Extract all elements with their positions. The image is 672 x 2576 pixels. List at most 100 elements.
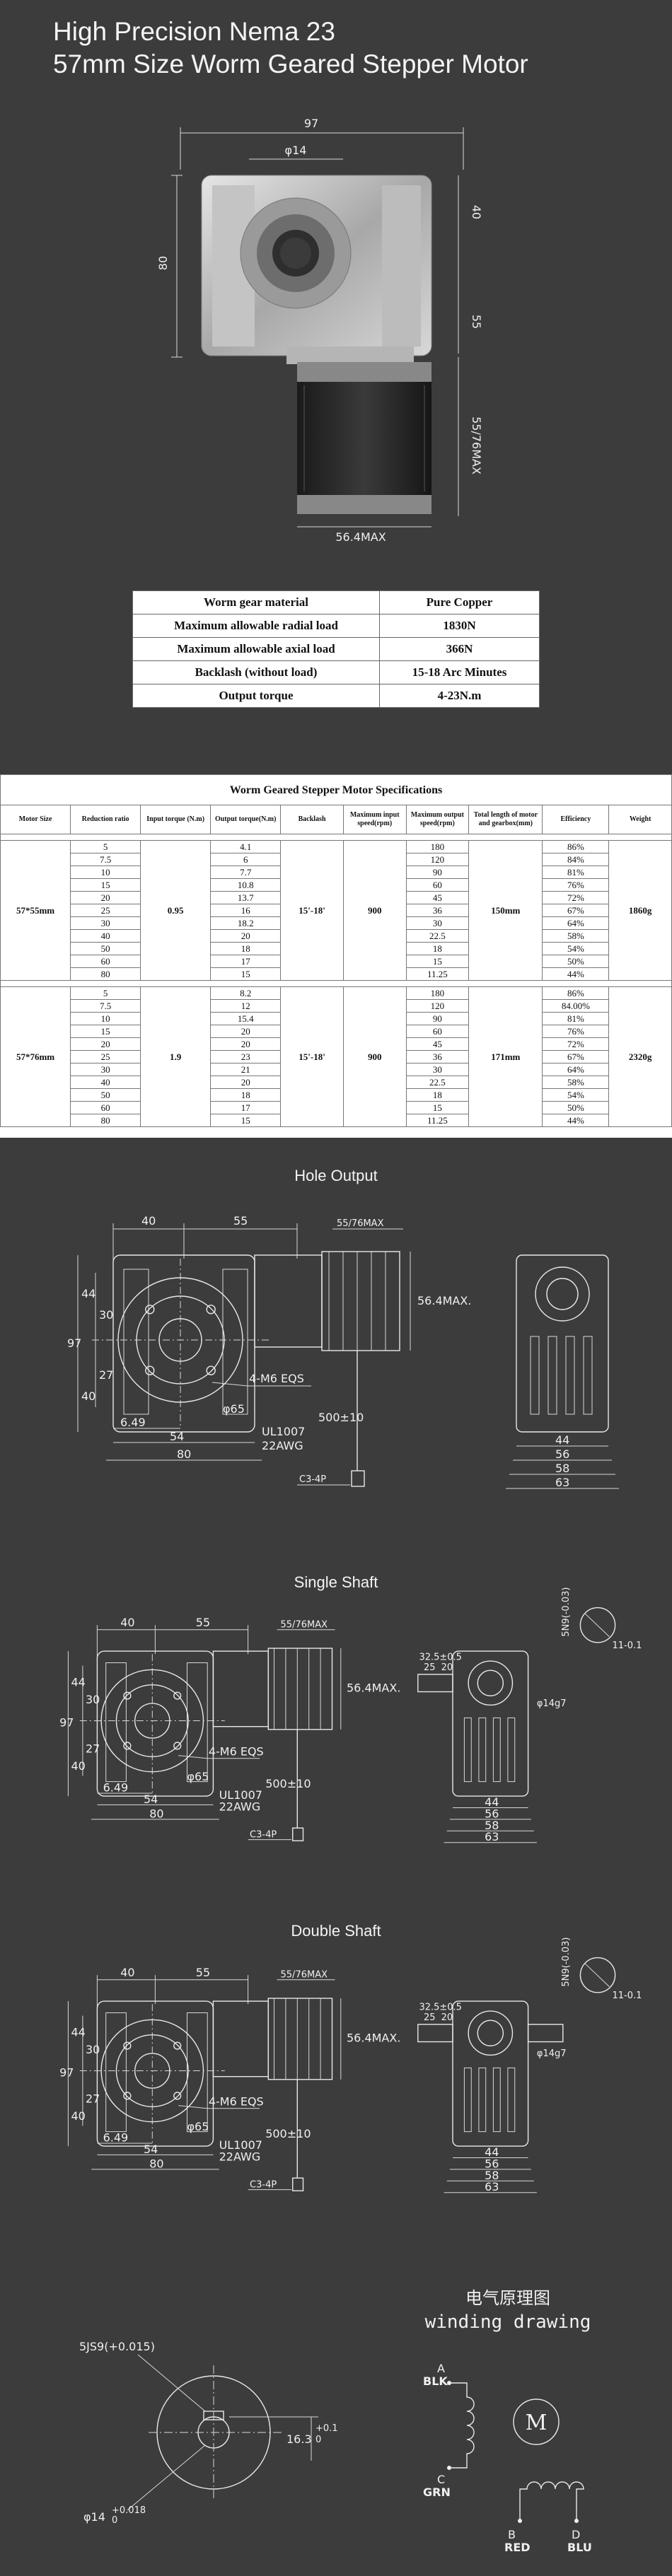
shaft-rear (527, 2024, 564, 2043)
wire-blu: BLU (567, 2541, 592, 2554)
dim-27: 27 (86, 1742, 100, 1756)
dim-side-56: 56 (485, 2157, 499, 2170)
wire-blk: BLK (423, 2374, 448, 2388)
output-speed-cell: 180 (405, 840, 470, 853)
drawing-line (178, 1755, 208, 1759)
weight-cell: 1860g (608, 840, 672, 981)
side-view-flange (468, 2010, 514, 2056)
efficiency-cell: 50% (542, 955, 610, 968)
cable-awg: 22AWG (262, 1439, 303, 1452)
efficiency-cell: 81% (542, 866, 610, 879)
mount-hole (123, 1742, 132, 1750)
column-header: Backlash (280, 805, 344, 834)
dim-upper: 40 (470, 205, 483, 219)
dim-side-56: 56 (555, 1447, 569, 1461)
output-torque-cell: 15 (210, 967, 282, 981)
mount-hole (123, 2041, 132, 2050)
output-speed-cell: 45 (405, 1037, 470, 1051)
spec-value: 366N (379, 637, 540, 661)
output-speed-cell: 15 (405, 955, 470, 968)
wire-c: C (437, 2473, 445, 2486)
efficiency-cell: 84.00% (542, 999, 610, 1013)
output-torque-cell: 12 (210, 999, 282, 1013)
efficiency-cell: 50% (542, 1101, 610, 1114)
connector-label: C3-4P (250, 2179, 277, 2190)
column-header: Efficiency (542, 805, 610, 834)
input-torque-cell: 1.9 (140, 986, 212, 1127)
dim-width: 97 (304, 117, 318, 130)
dim-30: 30 (86, 1693, 100, 1706)
output-speed-cell: 36 (405, 904, 470, 917)
connector (292, 2177, 304, 2191)
drawing-line (212, 1382, 248, 1387)
efficiency-cell: 67% (542, 1050, 610, 1063)
ratio-cell: 10 (70, 866, 141, 879)
side-view-rib (565, 1336, 575, 1415)
depth-tol: +0.1 (315, 2423, 338, 2434)
output-speed-cell: 36 (405, 1050, 470, 1063)
side-view-rib (507, 1717, 516, 1783)
mount-hole (206, 1305, 216, 1315)
side-view-bore (477, 1669, 504, 1696)
side-view-rib (478, 2067, 487, 2133)
drawing-line (584, 1963, 610, 1987)
dim-motor-length: 55/76MAX (281, 1969, 328, 1980)
winding-title-en: winding drawing (425, 2312, 591, 2333)
dim-shaft-phi14: φ14g7 (537, 1698, 567, 1709)
efficiency-cell: 54% (542, 942, 610, 955)
callout-phi65: φ65 (187, 1770, 209, 1783)
output-speed-cell: 11.25 (405, 967, 470, 981)
output-speed-cell: 90 (405, 866, 470, 879)
cable-awg: 22AWG (219, 2150, 261, 2164)
dim-shaft-25: 25 (424, 1662, 436, 1673)
side-view-rib (492, 2067, 501, 2133)
output-torque-cell: 15.4 (210, 1012, 282, 1025)
dim-44: 44 (71, 1675, 86, 1689)
efficiency-cell: 76% (542, 1025, 610, 1038)
single-shaft-title: Single Shaft (294, 1573, 378, 1591)
dim-80: 80 (177, 1447, 191, 1461)
mount-hole (145, 1305, 155, 1315)
motor-spec-table: Worm Geared Stepper Motor Specifications… (0, 774, 672, 1138)
shaft-section (579, 1607, 616, 1643)
callout-m6: 4-M6 EQS (249, 1372, 304, 1385)
bore-label: φ14 (83, 2510, 105, 2524)
output-speed-cell: 120 (405, 853, 470, 866)
mount-hole (123, 2092, 132, 2100)
dim-motor-len: 55/76MAX (470, 416, 483, 474)
output-speed-cell: 30 (405, 916, 470, 930)
weight-cell: 2320g (608, 986, 672, 1127)
output-torque-cell: 17 (210, 1101, 282, 1114)
wire-b: B (508, 2528, 516, 2541)
dim-55: 55 (233, 1214, 248, 1228)
drawing-line (584, 1613, 610, 1637)
dim-649: 6.49 (103, 1781, 129, 1795)
callout-m6: 4-M6 EQS (209, 1745, 264, 1759)
cable-ul: UL1007 (219, 2138, 262, 2152)
mount-hole (173, 1691, 182, 1700)
ratio-cell: 30 (70, 1063, 141, 1076)
max-input-speed-cell: 900 (342, 840, 407, 981)
efficiency-cell: 64% (542, 916, 610, 930)
spec-label: Output torque (132, 684, 380, 708)
dim-side-56: 56 (485, 1807, 499, 1820)
side-view-rib (583, 1336, 593, 1415)
dim-30: 30 (86, 2043, 100, 2056)
max-input-speed-cell: 900 (342, 986, 407, 1127)
dim-phi: φ14 (285, 144, 307, 157)
dim-30: 30 (99, 1308, 113, 1322)
gearbox-fins (123, 1269, 149, 1415)
output-torque-cell: 20 (210, 1037, 282, 1051)
ratio-cell: 7.5 (70, 853, 141, 866)
dim-key-5: 5N9(-0.03) (561, 1937, 572, 1987)
output-speed-cell: 120 (405, 999, 470, 1013)
dim-500: 500±10 (318, 1411, 364, 1424)
spec-value: 1830N (379, 614, 540, 638)
dim-649: 6.49 (103, 2131, 129, 2145)
header-line-2: 57mm Size Worm Geared Stepper Motor (53, 49, 528, 78)
gearbox-fins (105, 2012, 127, 2133)
